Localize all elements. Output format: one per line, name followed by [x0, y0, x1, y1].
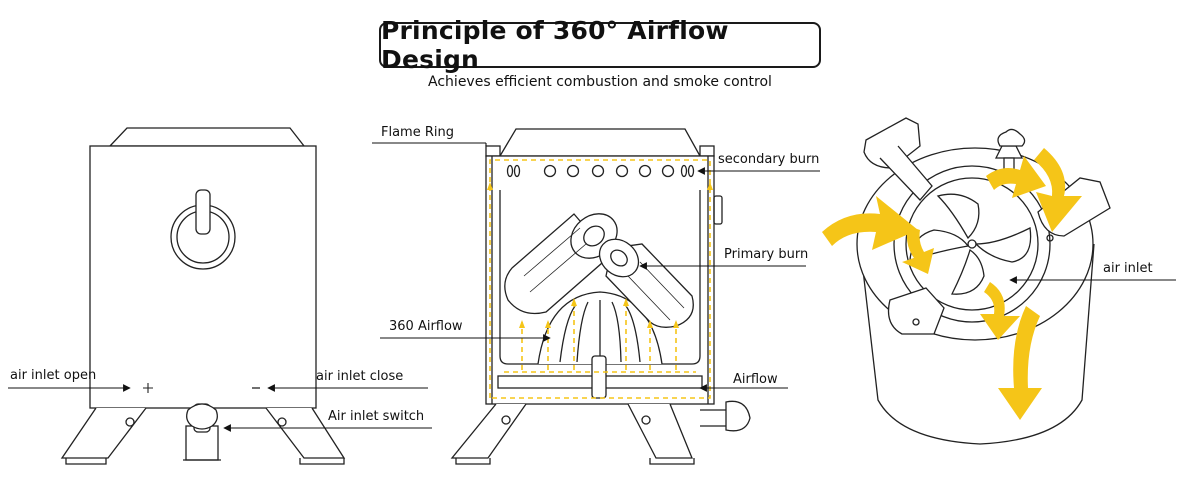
label-air-inlet: air inlet: [1103, 261, 1153, 276]
label-air-inlet-switch: Air inlet switch: [328, 409, 424, 424]
airflow-arrows: [822, 148, 1082, 420]
label-primary-burn: Primary burn: [724, 247, 808, 262]
stove-cutaway-view: [450, 128, 751, 465]
page-subtitle: Achieves efficient combustion and smoke …: [428, 74, 772, 90]
label-air-inlet-open: air inlet open: [10, 368, 96, 383]
label-air-inlet-close: air inlet close: [316, 369, 403, 384]
label-airflow: Airflow: [733, 372, 778, 387]
label-secondary-burn: secondary burn: [718, 152, 819, 167]
stove-top-view: [856, 117, 1111, 445]
label-flame-ring: Flame Ring: [381, 125, 454, 140]
stove-front-view: [60, 127, 346, 465]
label-360-airflow: 360 Airflow: [389, 319, 463, 334]
page-title: Principle of 360° Airflow Design: [381, 16, 729, 74]
title-box: Principle of 360° Airflow Design: [379, 16, 821, 74]
callout-lines: [8, 142, 1176, 432]
